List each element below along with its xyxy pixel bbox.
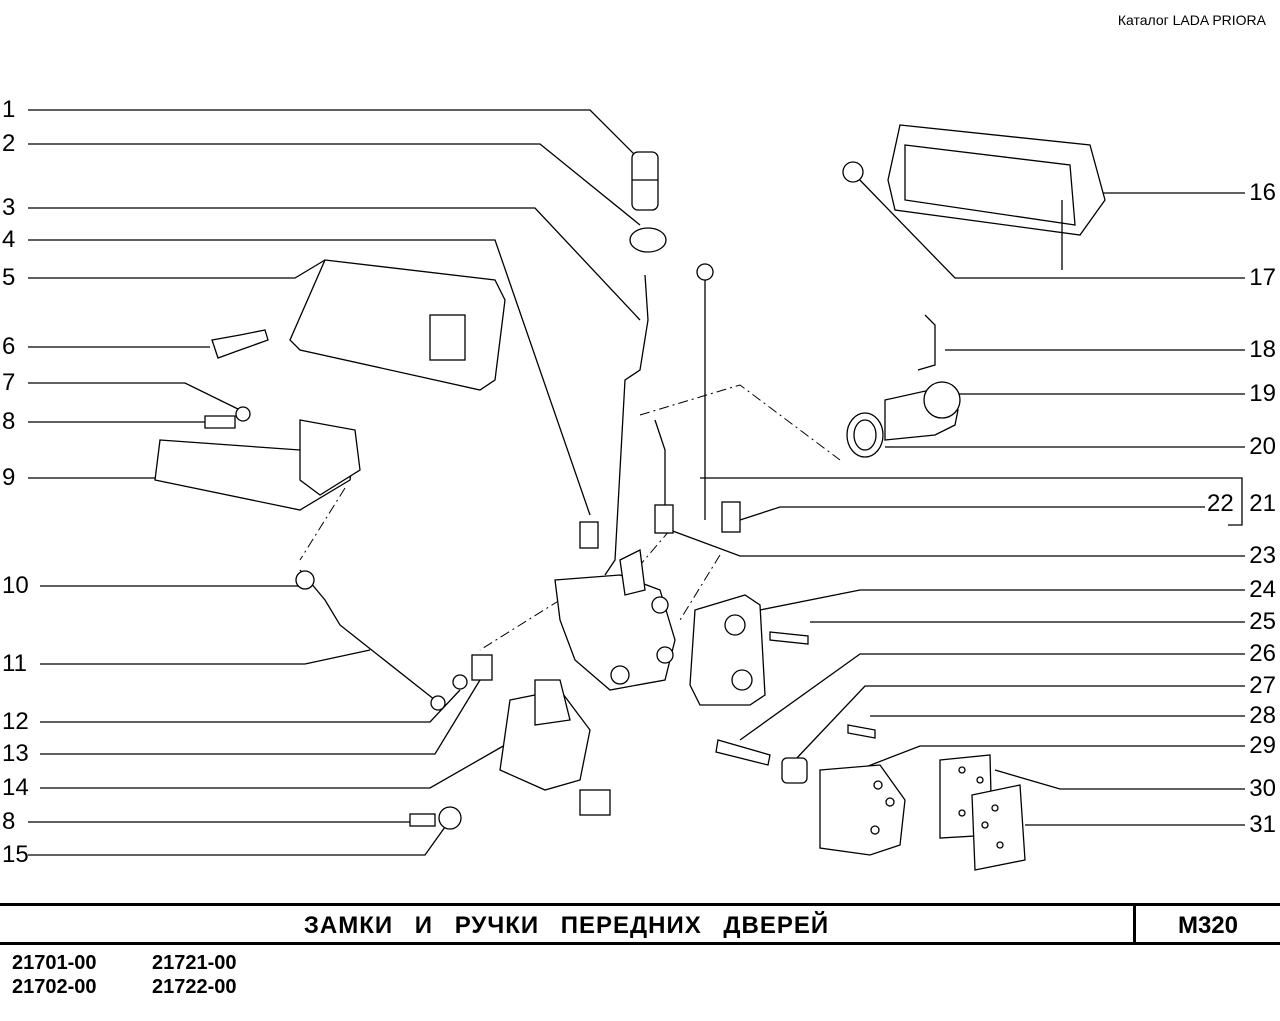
callout-21: 21	[1249, 490, 1276, 517]
leader-27	[794, 685, 1245, 761]
part-8-screw	[204, 415, 236, 429]
leader-22	[739, 506, 1205, 521]
part-3-rod	[604, 274, 649, 576]
part-20-gasket	[846, 412, 884, 458]
part-28-screw	[847, 724, 876, 739]
leader-21	[700, 477, 1243, 526]
part-13-clip	[471, 654, 493, 681]
callout-13: 13	[2, 740, 29, 767]
leader-3	[28, 207, 641, 321]
part-17-nut	[842, 161, 864, 183]
part-18-retaining-clip	[917, 314, 936, 371]
part-6-bolt	[211, 329, 269, 359]
model-code: 21721-00	[152, 952, 237, 974]
callout-23: 23	[1249, 542, 1276, 569]
leader-12	[40, 689, 461, 723]
part-25-bolt	[769, 631, 809, 645]
part-10-clip	[295, 570, 315, 590]
leader-29	[844, 745, 1245, 776]
leader-7	[28, 382, 241, 411]
part-26-striker-pin	[715, 739, 771, 766]
model-code: 21702-00	[12, 976, 97, 998]
part-11-rod	[299, 569, 436, 701]
title-divider	[1133, 906, 1136, 942]
leader-5	[28, 259, 326, 279]
title-bar: ЗАМКИ И РУЧКИ ПЕРЕДНИХ ДВЕРЕЙ M320	[0, 903, 1280, 945]
callout-18: 18	[1249, 336, 1276, 363]
callout-22: 22	[1207, 490, 1234, 517]
part-12-washer	[452, 674, 468, 690]
catalog-label: Каталог LADA PRIORA	[1117, 12, 1266, 28]
part-8-screw-lower	[409, 813, 436, 827]
callout-4: 4	[2, 226, 16, 253]
leader-24	[759, 589, 1245, 611]
leader-17	[854, 174, 1245, 279]
callout-11: 11	[2, 650, 27, 677]
callout-8: 8	[2, 408, 16, 435]
leader-13	[40, 679, 481, 755]
part-5-escutcheon	[289, 259, 506, 391]
part-21-clip	[721, 501, 741, 533]
assembly-line-b	[299, 487, 346, 561]
assembly-line-c	[479, 599, 561, 651]
callout-14: 14	[2, 774, 29, 801]
part-4-clip	[579, 521, 599, 549]
leader-1	[28, 109, 641, 161]
part-27-spacer	[781, 757, 808, 784]
callout-24: 24	[1249, 576, 1276, 603]
part-31-plate	[971, 784, 1026, 871]
callout-8-lower: 8	[2, 808, 16, 835]
callout-27: 27	[1249, 672, 1276, 699]
callout-20: 20	[1249, 433, 1276, 460]
leader-30	[994, 769, 1245, 790]
callout-12: 12	[2, 708, 29, 735]
part-2-grommet	[629, 227, 667, 253]
leader-4	[28, 239, 591, 516]
assembly-line-a	[639, 384, 841, 461]
model-code: 21701-00	[12, 952, 97, 974]
page-title: ЗАМКИ И РУЧКИ ПЕРЕДНИХ ДВЕРЕЙ	[303, 912, 830, 939]
part-23-rod	[654, 419, 666, 505]
part-15-washer	[438, 806, 462, 830]
callout-29: 29	[1249, 732, 1276, 759]
callout-10: 10	[2, 572, 29, 599]
model-code: 21722-00	[152, 976, 237, 998]
leader-23	[669, 529, 1245, 557]
callout-28: 28	[1249, 702, 1276, 729]
callout-2: 2	[2, 130, 16, 157]
callout-16: 16	[1249, 179, 1276, 206]
callout-31: 31	[1249, 811, 1276, 838]
callout-7: 7	[2, 369, 16, 396]
part-29-bracket	[819, 764, 906, 856]
assembly-line-e	[679, 554, 721, 621]
part-7-washer	[235, 406, 251, 422]
callout-17: 17	[1249, 264, 1276, 291]
leader-14	[40, 744, 506, 789]
callout-26: 26	[1249, 640, 1276, 667]
part-24-retainer	[689, 594, 766, 706]
callout-1: 1	[2, 96, 16, 123]
part-16-outer-handle	[887, 124, 1106, 236]
callout-15: 15	[2, 841, 29, 868]
callout-19: 19	[1249, 380, 1276, 407]
callout-3: 3	[2, 194, 16, 221]
leader-26	[739, 653, 1245, 741]
page-code: M320	[1177, 912, 1239, 939]
callout-25: 25	[1249, 608, 1276, 635]
leader-11	[40, 649, 371, 665]
part-1-lock-knob	[631, 151, 659, 211]
callout-6: 6	[2, 333, 16, 360]
leader-15	[28, 819, 451, 856]
callout-9: 9	[2, 464, 16, 491]
callout-5: 5	[2, 264, 16, 291]
callout-30: 30	[1249, 775, 1276, 802]
leader-2	[28, 143, 641, 226]
